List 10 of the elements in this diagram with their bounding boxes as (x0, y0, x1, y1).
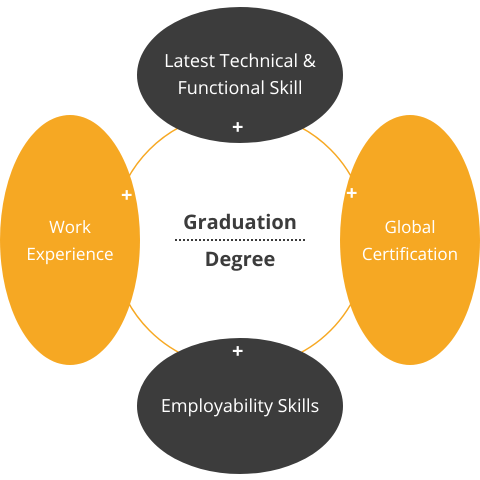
plus-sign: + (121, 185, 132, 205)
plus-sign: + (346, 183, 358, 203)
node-label: Latest Technical & Functional Skill (163, 48, 317, 102)
plus-sign: + (232, 117, 244, 137)
node-label: Global Certification (360, 214, 460, 267)
node-label: Employability Skills (160, 392, 320, 420)
node-label: Degree (204, 245, 276, 272)
node-label: Graduation (182, 208, 298, 235)
plus-sign: + (232, 341, 244, 361)
node-label: Work Experience (25, 214, 115, 267)
